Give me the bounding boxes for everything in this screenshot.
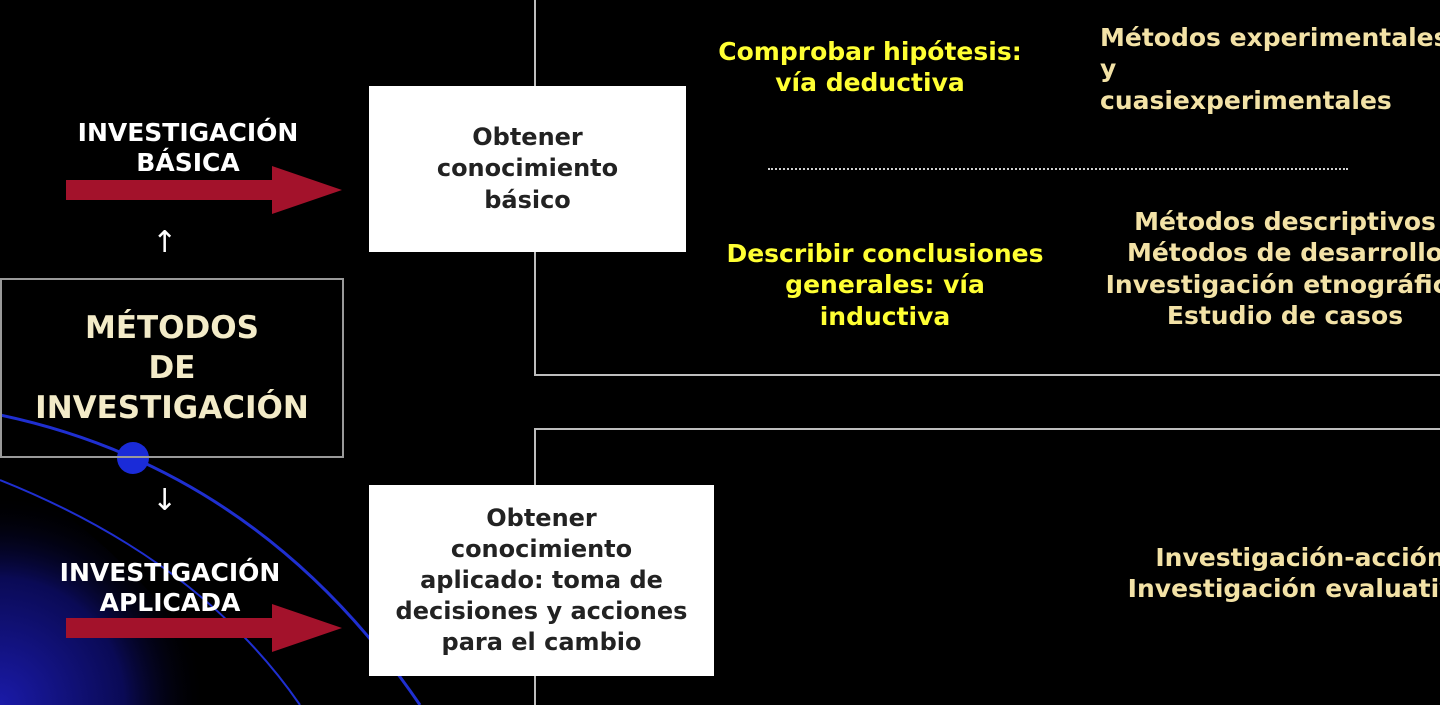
applied-arrow <box>66 604 342 652</box>
descriptive-methods: Métodos descriptivos Métodos de desarrol… <box>1105 207 1440 330</box>
orbit-line <box>0 479 301 705</box>
basic-research-label: INVESTIGACIÓN BÁSICA <box>77 118 299 177</box>
applied-knowledge-box: Obtener conocimiento aplicado: toma de d… <box>369 485 714 676</box>
basic-bracket-top <box>534 0 536 86</box>
research-methods-box: MÉTODOS DE INVESTIGACIÓN <box>0 278 344 458</box>
inductive-objective: Describir conclusiones generales: vía in… <box>726 239 1044 331</box>
basic-knowledge-box: Obtener conocimiento básico <box>369 86 686 252</box>
applied-methods: Investigación-acción Investigación evalu… <box>1127 543 1440 604</box>
applied-research-label: INVESTIGACIÓN APLICADA <box>59 558 281 617</box>
applied-bracket-bottom <box>534 676 536 705</box>
orbit-planet <box>117 442 149 474</box>
dotted-separator <box>768 168 1348 170</box>
up-arrow-icon: ↑ <box>152 225 178 260</box>
basic-bracket <box>534 252 1440 376</box>
applied-bracket <box>534 428 1440 487</box>
down-arrow-icon: ↓ <box>152 483 178 518</box>
deductive-objective: Comprobar hipótesis: vía deductiva <box>718 37 1022 98</box>
orbit-glow <box>0 470 230 705</box>
basic-arrow <box>66 166 342 214</box>
experimental-methods: Métodos experimentales y cuasiexperiment… <box>1100 23 1440 115</box>
